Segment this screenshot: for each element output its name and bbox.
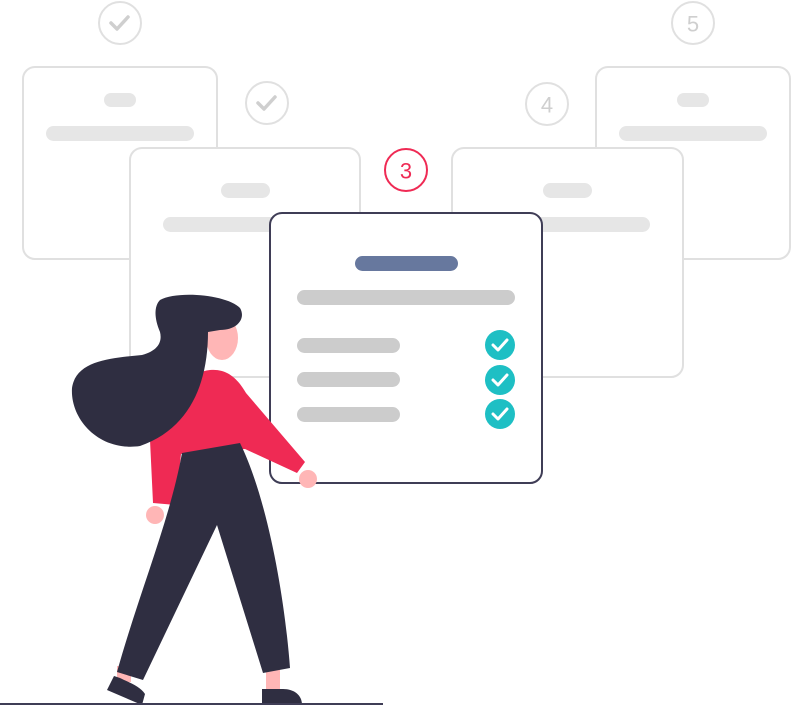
woman-figure [71, 294, 317, 705]
current-step-card [269, 212, 543, 484]
step-3-indicator: 3 [384, 148, 428, 192]
step-4-number: 4 [541, 93, 553, 118]
check-icon [485, 399, 515, 429]
step-3-number: 3 [400, 159, 412, 184]
check-icon [485, 365, 515, 395]
step-2-check-icon [245, 81, 289, 125]
step-1-check-icon [98, 1, 142, 45]
step-4-indicator: 4 [525, 82, 569, 126]
step-5-indicator: 5 [671, 1, 715, 45]
check-icon [485, 330, 515, 360]
step-5-number: 5 [687, 12, 699, 37]
